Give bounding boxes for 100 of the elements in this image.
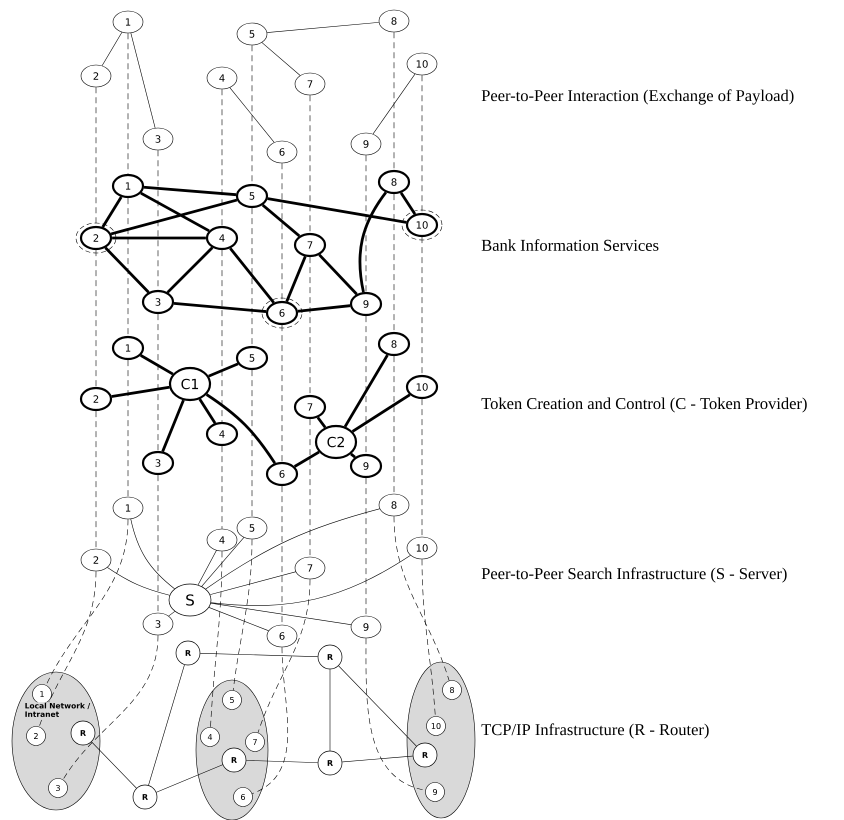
peer-node: 10 (406, 52, 438, 76)
connection-line (166, 246, 214, 294)
connection-line (208, 607, 269, 631)
connection-line (140, 192, 210, 232)
peer-node: 4 (206, 226, 238, 250)
dashed-line (252, 647, 288, 794)
connection-line (107, 567, 170, 596)
peer-node: 6 (266, 140, 298, 164)
host-node: 6 (233, 787, 253, 807)
host-node: 10 (426, 716, 446, 736)
connection-line (200, 653, 318, 657)
connection-line (266, 22, 380, 33)
connection-line (358, 192, 387, 292)
peer-node: 3 (142, 612, 174, 636)
connection-line (246, 760, 318, 763)
peer-node: 9 (350, 616, 382, 638)
host-node: 2 (26, 726, 46, 746)
connection-line (144, 186, 236, 196)
peer-node: 7 (294, 72, 326, 96)
peer-node: 4 (206, 66, 238, 90)
peer-node: 5 (236, 184, 268, 208)
connection-line (318, 254, 358, 296)
connection-line (205, 508, 380, 590)
peer-node: 9 (350, 454, 382, 478)
peer-node: 9 (350, 132, 382, 156)
connection-line (102, 32, 122, 66)
connection-line (298, 304, 350, 313)
connection-line (350, 452, 356, 458)
connection-line (344, 354, 389, 428)
layer-title: Token Creation and Control (C - Token Provider) (482, 398, 807, 412)
peer-node: 8 (378, 170, 410, 194)
router-node: R (318, 644, 342, 670)
layer-title: Bank Information Services (482, 239, 658, 251)
router-node: R (176, 640, 200, 666)
host-node: 5 (222, 690, 242, 710)
peer-node: 6 (266, 624, 298, 648)
dashed-line (394, 516, 450, 681)
connection-line (198, 550, 217, 586)
connection-line (208, 362, 238, 378)
server-node: S (168, 584, 212, 616)
connection-line (130, 32, 156, 128)
connection-line (229, 247, 275, 304)
connection-line (201, 537, 244, 587)
dashed-line (232, 539, 252, 691)
peer-node: 4 (206, 422, 238, 446)
router-node: R (318, 750, 342, 776)
peer-node: 5 (236, 22, 268, 46)
connection-line (210, 572, 296, 595)
dashed-line (422, 559, 436, 717)
peer-node: 4 (206, 528, 238, 552)
connection-line (210, 602, 352, 625)
peer-node: 8 (378, 332, 410, 356)
connection-line (400, 192, 416, 215)
peer-node: 10 (406, 374, 438, 400)
router-node: R (222, 748, 246, 772)
connection-line (161, 400, 185, 452)
connection-line (104, 246, 150, 294)
peer-node: 2 (80, 386, 112, 412)
dashed-line (38, 571, 96, 728)
peer-node: 2 (80, 548, 112, 572)
connection-line (174, 302, 266, 313)
host-node: 1 (32, 684, 52, 704)
peer-node: 5 (236, 346, 268, 370)
connection-line (316, 416, 326, 428)
host-node: 8 (442, 680, 462, 700)
peer-node: 7 (294, 232, 326, 258)
peer-node: 2 (80, 64, 112, 88)
peer-node: 1 (112, 496, 144, 520)
layer-title: Peer-to-Peer Search Infrastructure (S - Server) (482, 567, 787, 583)
host-node: 3 (48, 778, 68, 798)
host-node: 7 (245, 732, 265, 752)
peer-node: 6 (266, 462, 298, 486)
connection-line (294, 450, 320, 468)
peer-node: 7 (294, 394, 326, 420)
peer-node: 8 (378, 10, 410, 32)
peer-node: 3 (142, 450, 174, 476)
connection-line (198, 398, 216, 424)
peer-node: 2 (76, 222, 116, 254)
connection-line (156, 764, 223, 793)
dashed-line (46, 519, 128, 686)
connection-line (110, 198, 238, 236)
connection-line (352, 394, 410, 433)
connection-line (206, 393, 276, 464)
dashed-line (210, 551, 222, 728)
connection-line (168, 611, 176, 616)
connection-line (230, 87, 274, 143)
token-provider-node: C2 (314, 424, 358, 460)
connection-line (148, 664, 185, 786)
host-node: 4 (200, 727, 220, 747)
token-provider-node: C1 (168, 366, 212, 402)
router-node: R (70, 720, 96, 746)
peer-node: 6 (262, 298, 302, 328)
peer-node: 7 (294, 556, 326, 580)
connection-line (262, 42, 300, 76)
peer-node: 1 (112, 336, 144, 360)
peer-node: 5 (236, 516, 268, 540)
connection-line (102, 196, 122, 228)
connection-line (112, 386, 170, 398)
peer-node: 1 (112, 174, 144, 198)
peer-node: 3 (142, 128, 174, 150)
